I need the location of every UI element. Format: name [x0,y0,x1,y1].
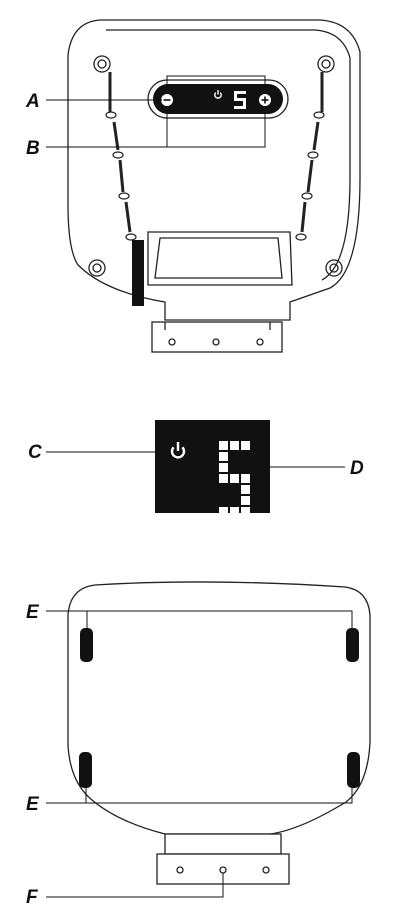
digit-pixel [219,452,228,461]
rubber-foot-bottom-right [347,752,360,788]
front-housing-inner-edge [106,29,351,281]
digit-pixel [219,463,228,472]
pixel-digit-display [219,441,250,516]
screw-bottom-left [88,259,106,277]
digit-pixel [241,441,250,450]
right-cable-strap [300,72,324,233]
lower-recess [147,231,293,286]
digit-pixel [219,474,228,483]
rear-view [67,581,371,885]
callout-b: B [26,108,266,159]
callout-e-top: E [26,602,353,630]
rubber-foot-top-right [346,628,359,662]
plus-icon [261,96,269,104]
callout-b-label: B [26,138,40,159]
rear-tab-hole-3 [262,866,270,874]
front-control-panel [147,79,289,119]
front-tab-hole-2 [212,338,220,346]
plus-button[interactable] [258,93,272,107]
screw-top-left [93,55,111,73]
callout-a-label: A [25,91,40,112]
digit-pixel [241,507,250,516]
digit-pixel [219,507,228,516]
digit-pixel [241,485,250,494]
digit-pixel [230,441,239,450]
digit-pixel [230,474,239,483]
digit-pixel [241,474,250,483]
left-cable-lead [132,240,144,306]
rubber-foot-bottom-left [79,752,92,788]
rear-housing [67,581,371,835]
digit-pixel [241,496,250,505]
digit-pixel [230,507,239,516]
minus-button[interactable] [160,93,174,107]
callout-d: D [258,458,364,479]
front-view [67,19,361,353]
callout-a: A [25,75,266,112]
small-power-icon [214,90,222,99]
callout-c-label: C [28,442,42,463]
callout-e-top-label: E [26,602,40,623]
callout-f-label: F [26,887,39,908]
callout-c: C [28,442,170,463]
lower-recess-inner [154,237,283,279]
right-strap-links [295,111,325,241]
front-connector-tab [151,321,283,353]
display-panel [155,420,270,513]
screw-bottom-right [325,259,343,277]
callout-e-bottom: E [26,788,353,815]
rear-connector-base [164,833,282,855]
front-tab-hole-1 [168,338,176,346]
rubber-foot-top-left [80,628,93,662]
front-tab-hole-3 [256,338,264,346]
callout-e-bottom-label: E [26,794,40,815]
left-strap-links [105,111,137,241]
digit-pixel [219,441,228,450]
left-cable-strap [108,72,132,233]
power-icon [170,442,186,459]
callout-f: F [26,873,224,908]
display-detail [155,420,270,516]
rear-tab-hole-1 [176,866,184,874]
small-digit-display [234,91,246,109]
callout-d-label: D [350,458,364,479]
screw-top-right [317,55,335,73]
